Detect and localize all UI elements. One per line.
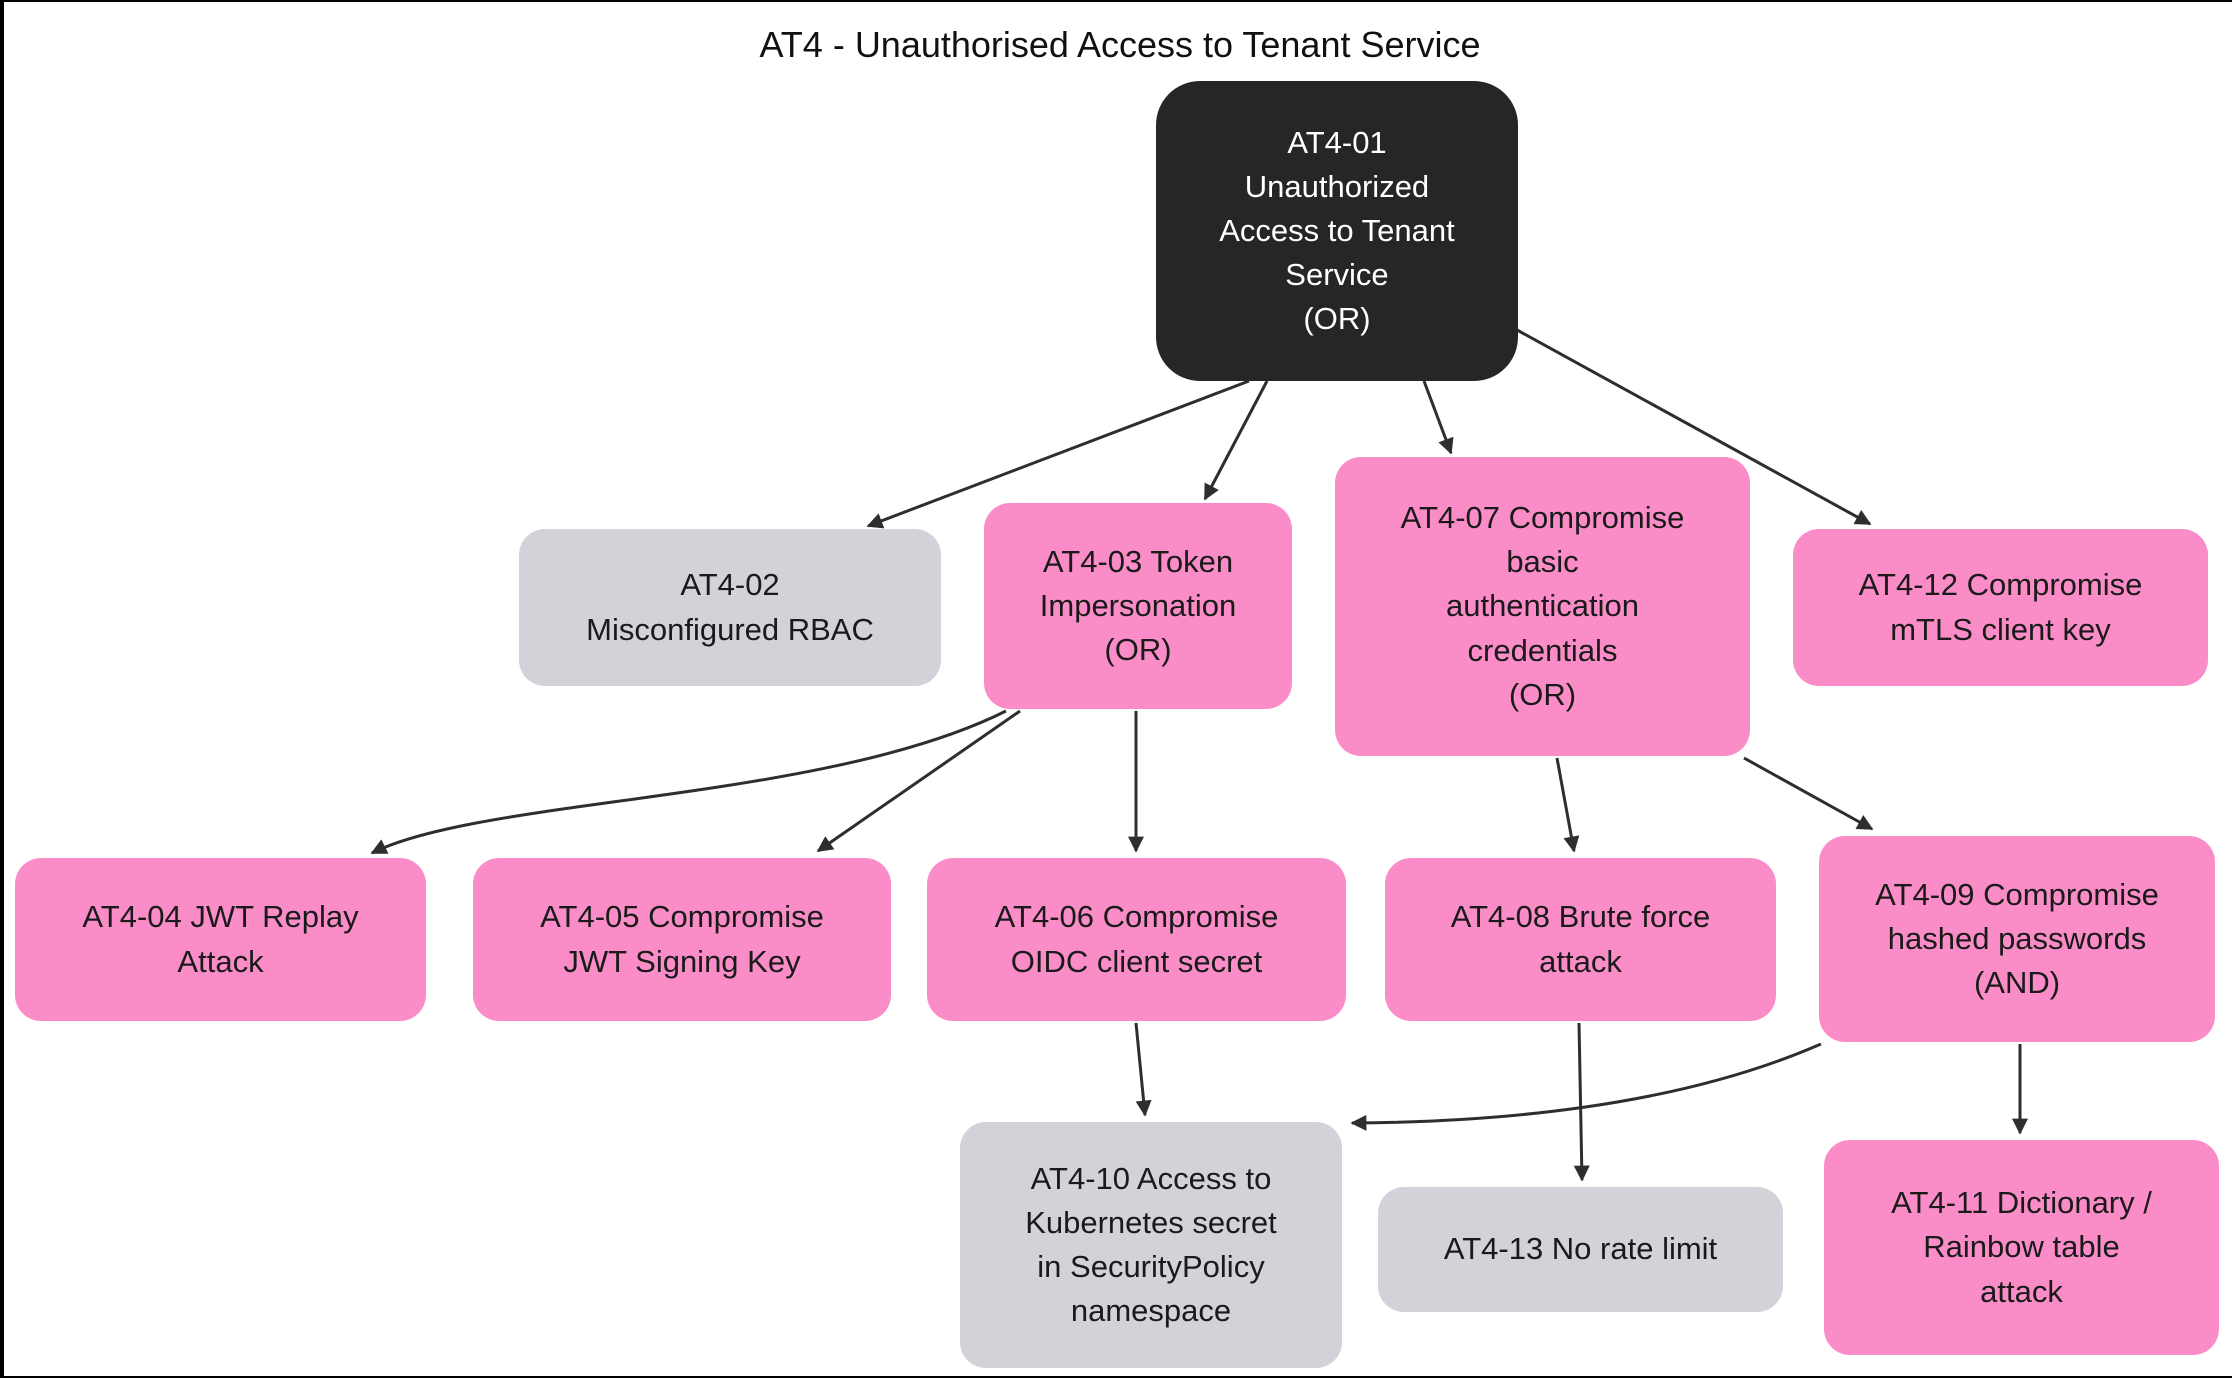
node-at4-03-token-impersonation: AT4-03 Token Impersonation (OR) <box>984 503 1292 709</box>
node-at4-07-compromise-basic-auth: AT4-07 Compromise basic authentication c… <box>1335 457 1750 756</box>
node-label: AT4-08 Brute force attack <box>1450 899 1711 979</box>
node-label: AT4-09 Compromise hashed passwords (AND) <box>1875 876 2159 1000</box>
edge-at4-06-at4-10 <box>1134 1022 1152 1117</box>
edge-at4-07-at4-08 <box>1555 757 1580 853</box>
node-at4-05-compromise-jwt-key: AT4-05 Compromise JWT Signing Key <box>473 858 891 1021</box>
node-label: AT4-12 Compromise mTLS client key <box>1858 567 2143 647</box>
edge-at4-09-at4-10 <box>1350 1042 1822 1131</box>
node-at4-06-compromise-oidc-secret: AT4-06 Compromise OIDC client secret <box>927 858 1346 1021</box>
node-at4-02-misconfigured-rbac: AT4-02 Misconfigured RBAC <box>519 529 941 686</box>
diagram-title: AT4 - Unauthorised Access to Tenant Serv… <box>759 24 1481 65</box>
node-at4-04-jwt-replay: AT4-04 JWT Replay Attack <box>15 858 426 1021</box>
edge-at4-03-at4-04 <box>370 709 1007 855</box>
node-label: AT4-04 JWT Replay Attack <box>82 899 359 979</box>
edge-at4-03-at4-05 <box>816 709 1021 853</box>
node-at4-11-dictionary-rainbow-attack: AT4-11 Dictionary / Rainbow table attack <box>1824 1140 2219 1355</box>
node-label: AT4-11 Dictionary / Rainbow table attack <box>1891 1185 2152 1309</box>
node-at4-09-compromise-hashed-passwords: AT4-09 Compromise hashed passwords (AND) <box>1819 836 2215 1042</box>
node-label: AT4-13 No rate limit <box>1443 1231 1718 1267</box>
edge-at4-07-at4-09 <box>1743 756 1874 831</box>
node-at4-12-compromise-mtls-key: AT4-12 Compromise mTLS client key <box>1793 529 2208 686</box>
node-label: AT4-01 Unauthorized Access to Tenant Ser… <box>1219 124 1455 337</box>
node-label: AT4-06 Compromise OIDC client secret <box>994 899 1279 979</box>
node-at4-01-root-unauthorized-access: AT4-01 Unauthorized Access to Tenant Ser… <box>1156 81 1518 381</box>
node-label: AT4-10 Access to Kubernetes secret in Se… <box>1025 1160 1277 1329</box>
edge-at4-01-at4-07 <box>1422 380 1454 455</box>
node-at4-08-brute-force: AT4-08 Brute force attack <box>1385 858 1776 1021</box>
node-label: AT4-07 Compromise basic authentication c… <box>1400 500 1685 712</box>
edge-at4-08-at4-13 <box>1573 1022 1590 1182</box>
node-label: AT4-02 Misconfigured RBAC <box>586 567 874 647</box>
node-at4-13-no-rate-limit: AT4-13 No rate limit <box>1378 1187 1783 1312</box>
node-label: AT4-03 Token Impersonation (OR) <box>1039 543 1237 667</box>
edge-at4-01-at4-03 <box>1203 380 1269 501</box>
node-at4-10-k8s-secret-access: AT4-10 Access to Kubernetes secret in Se… <box>960 1122 1342 1368</box>
node-label: AT4-05 Compromise JWT Signing Key <box>540 899 824 979</box>
